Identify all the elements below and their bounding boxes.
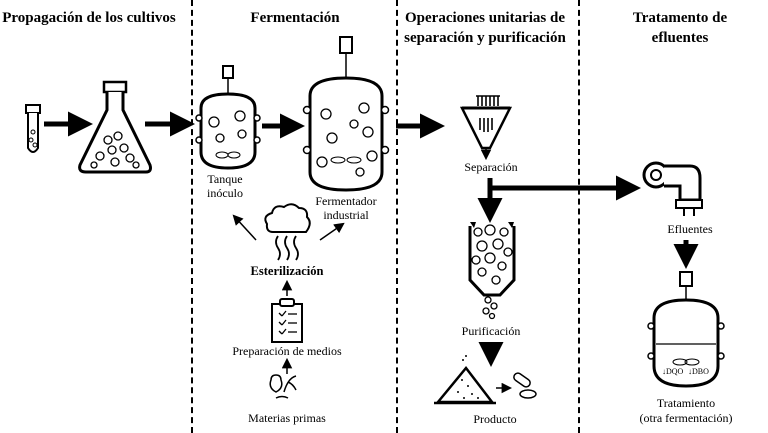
industrial-fermenter-icon — [302, 36, 390, 192]
label-raw-materials: Materias primas — [248, 411, 326, 425]
label-treatment: Tratamiento — [656, 396, 716, 410]
divider-2 — [396, 0, 398, 433]
treatment-fermenter-icon: ↓DQO ↓DBO — [647, 271, 725, 388]
clipboard-icon — [271, 298, 303, 343]
erlenmeyer-flask-icon — [78, 80, 152, 174]
header-effluent-treatment: Tratamento de efluentes — [632, 10, 728, 46]
label-industrial-fermenter: Fermentador industrial — [315, 194, 377, 222]
label-separation: Separación — [464, 160, 518, 174]
raw-materials-icon — [269, 374, 297, 399]
dbo-label: ↓DBO — [688, 367, 709, 376]
label-inoculum-tank: Tanque inóculo — [207, 172, 243, 200]
inoculum-tank-icon — [195, 65, 261, 170]
pills-icon — [513, 372, 537, 399]
label-product: Producto — [473, 412, 517, 426]
header-separation-ops: Operaciones unitarias de separación y pu… — [404, 10, 566, 46]
label-purification: Purificación — [461, 324, 521, 338]
effluent-pipe-icon — [642, 161, 703, 216]
arrow-sterilization-to-inoculum — [232, 214, 257, 241]
powder-pile-icon — [434, 355, 496, 405]
dqo-label: ↓DQO — [662, 367, 684, 376]
purification-column-icon — [468, 222, 516, 320]
arrow-sterilization-to-fermenter — [319, 222, 345, 241]
divider-1 — [191, 0, 193, 433]
header-fermentation: Fermentación — [250, 10, 340, 26]
header-propagation: Propagación de los cultivos — [2, 10, 176, 26]
label-sterilization: Esterilización — [250, 264, 324, 278]
test-tube-icon — [25, 104, 41, 153]
steam-sterilization-icon — [264, 203, 311, 261]
divider-3 — [578, 0, 580, 433]
separation-filter-icon — [459, 95, 513, 161]
label-treatment-note: (otra fermentación) — [639, 411, 733, 425]
label-effluents: Efluentes — [667, 222, 713, 236]
label-media-preparation: Preparación de medios — [232, 344, 342, 358]
